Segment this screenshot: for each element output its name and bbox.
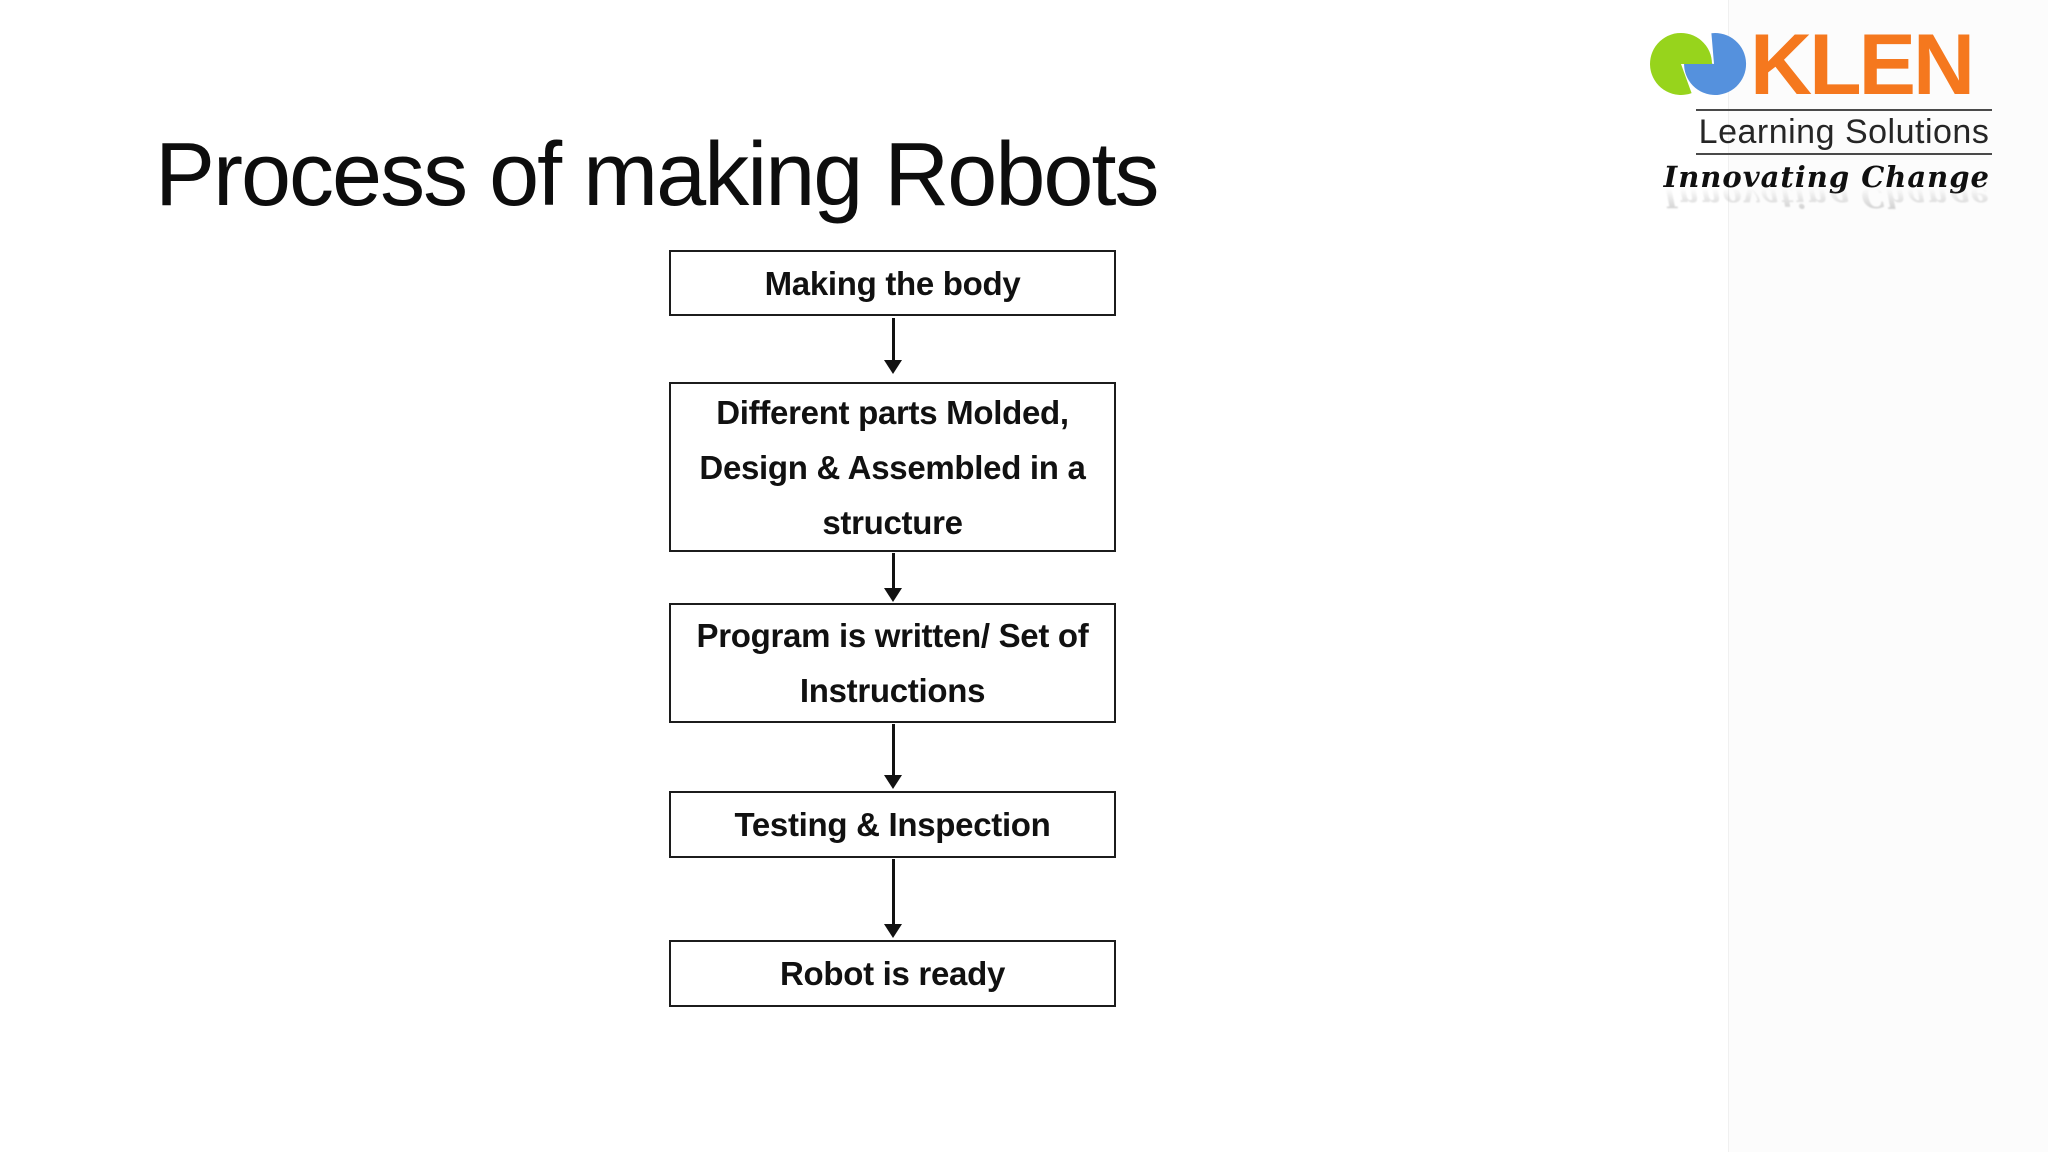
flow-step-testing-inspection: Testing & Inspection: [669, 791, 1116, 858]
flow-step-label: Robot is ready: [779, 955, 1005, 992]
flow-step-label: Different parts Molded,: [716, 393, 1069, 431]
brand-name: KLEN: [1750, 17, 1975, 113]
arrow-shaft: [891, 318, 895, 360]
flow-arrow-3: [884, 724, 902, 789]
arrow-head-icon: [884, 360, 902, 374]
flow-step-label: Instructions: [799, 672, 986, 709]
logo-tagline: Innovating Change: [1663, 160, 1990, 194]
slide-title: Process of making Robots: [155, 125, 1159, 225]
flow-arrow-2: [884, 553, 902, 602]
flow-step-label: Testing & Inspection: [734, 806, 1051, 843]
arrow-shaft: [891, 724, 895, 775]
arrow-shaft: [891, 859, 895, 924]
klen-logo: KLEN Learning Solutions Innovating Chang…: [1650, 17, 1992, 213]
arrow-shaft: [891, 553, 895, 588]
logo-top-row: KLEN: [1650, 17, 1992, 113]
flow-step-program-written: Program is written/ Set of Instructions: [669, 603, 1116, 723]
flow-step-making-body: Making the body: [669, 250, 1116, 316]
flow-step-robot-ready: Robot is ready: [669, 940, 1116, 1007]
flow-step-label: Program is written/ Set of: [696, 617, 1089, 654]
flow-arrow-4: [884, 859, 902, 938]
logo-tagline-reflection: Innovating Change: [1663, 187, 1990, 213]
background-strip: [1728, 0, 2048, 1152]
arrow-head-icon: [884, 775, 902, 789]
logo-subtitle: Learning Solutions: [1698, 113, 1990, 151]
logo-mark-green-shape: [1650, 32, 1712, 95]
arrow-head-icon: [884, 588, 902, 602]
flow-step-label: Making the body: [764, 264, 1021, 302]
arrow-head-icon: [884, 924, 902, 938]
flow-step-label: structure: [822, 503, 963, 541]
logo-divider-top: [1696, 109, 1992, 111]
logo-divider-bottom: [1696, 153, 1992, 155]
klen-logo-mark-icon: [1650, 32, 1747, 95]
logo-mark-blue-shape: [1684, 32, 1747, 95]
flow-step-parts-molded: Different parts Molded, Design & Assembl…: [669, 382, 1116, 552]
flow-arrow-1: [884, 318, 902, 374]
flow-step-label: Design & Assembled in a: [699, 448, 1086, 486]
